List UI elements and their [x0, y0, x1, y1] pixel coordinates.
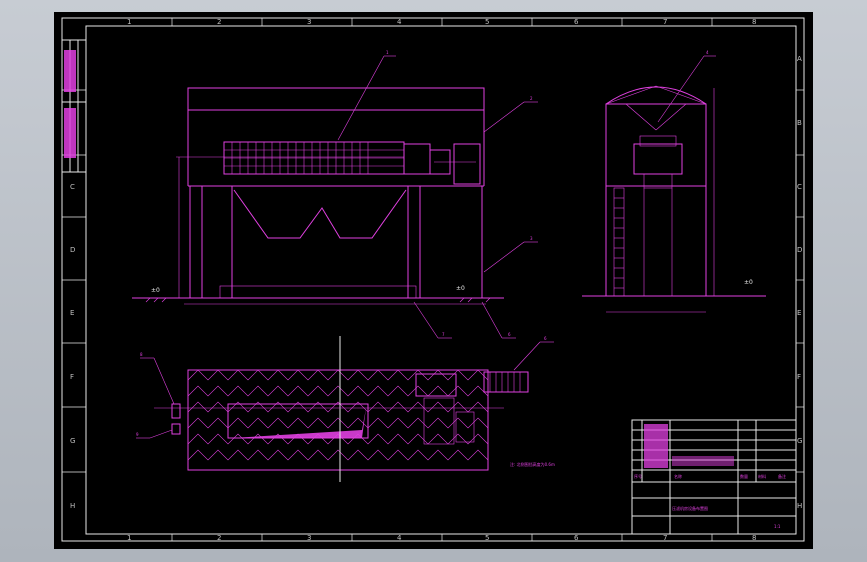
outer-border [61, 17, 805, 542]
revision-strip [61, 39, 87, 173]
side-elevation: ±0 4 [582, 50, 766, 313]
balloon-2: 2 [530, 96, 533, 101]
plan-note: 注: 北侧围挡高度为0.6m [510, 461, 555, 467]
balloon-4: 4 [706, 50, 709, 55]
ground-level-mid: ±0 [456, 285, 465, 292]
tb-sheet: 1:1 [774, 524, 781, 529]
tb-header-qty: 数量 [740, 473, 748, 479]
zone-col-2: 2 [217, 18, 221, 26]
cad-drawing: 1 2 3 4 5 6 7 8 1 2 3 4 5 6 7 8 A B C D … [61, 17, 805, 542]
zone-col-8-bottom: 8 [752, 534, 756, 542]
balloon-7: 7 [442, 332, 445, 337]
tb-header-no: 序号 [634, 473, 642, 479]
zone-row-e: E [797, 309, 801, 317]
zone-col-5: 5 [485, 18, 489, 26]
balloon-3: 3 [530, 236, 533, 241]
zone-col-4-bottom: 4 [397, 534, 402, 542]
zone-ticks [62, 18, 804, 541]
title-block: 序号 名称 数量 材料 备注 压滤机房设备布置图 1:1 [631, 419, 797, 535]
tb-drawing-title: 压滤机房设备布置图 [672, 505, 708, 511]
zone-labels: 1 2 3 4 5 6 7 8 1 2 3 4 5 6 7 8 A B C D … [70, 18, 802, 542]
zone-row-h-left: H [70, 502, 75, 510]
zone-col-3-bottom: 3 [307, 534, 311, 542]
zone-row-d: D [797, 246, 802, 254]
balloon-8: 8 [140, 352, 143, 357]
balloon-1: 1 [386, 50, 389, 55]
zone-col-1-bottom: 1 [127, 534, 131, 542]
zone-col-5-bottom: 5 [485, 534, 489, 542]
balloon-9: 9 [136, 432, 139, 437]
zone-col-6-bottom: 6 [574, 534, 579, 542]
ground-level-left: ±0 [151, 287, 160, 294]
zone-row-c-left: C [70, 183, 75, 191]
balloon-6b: 6 [544, 336, 547, 341]
zone-col-4: 4 [397, 18, 402, 26]
zone-row-g: G [797, 437, 802, 445]
zone-row-f: F [797, 373, 801, 381]
zone-row-a: A [797, 55, 802, 63]
zone-row-f-left: F [70, 373, 74, 381]
front-elevation: ±0 ±0 1 2 3 7 6 [132, 50, 538, 339]
zone-row-h: H [797, 502, 802, 510]
zone-col-6: 6 [574, 18, 579, 26]
tb-header-remark: 备注 [778, 473, 786, 479]
zone-col-3: 3 [307, 18, 311, 26]
tb-header-name: 名称 [674, 473, 682, 479]
tb-header-material: 材料 [758, 473, 766, 479]
zone-row-d-left: D [70, 246, 75, 254]
zone-col-8: 8 [752, 18, 756, 26]
zone-row-c: C [797, 183, 802, 191]
zone-row-g-left: G [70, 437, 75, 445]
zone-col-1: 1 [127, 18, 131, 26]
zone-col-7-bottom: 7 [663, 534, 667, 542]
zone-row-e-left: E [70, 309, 74, 317]
ground-level-right: ±0 [744, 279, 753, 286]
zone-col-2-bottom: 2 [217, 534, 221, 542]
plan-view: 8 9 6 注: 北侧围挡高度为0.6m [136, 336, 555, 482]
zone-col-7: 7 [663, 18, 667, 26]
filter-press [223, 141, 481, 185]
cad-viewport[interactable]: 1 2 3 4 5 6 7 8 1 2 3 4 5 6 7 8 A B C D … [54, 12, 813, 549]
zone-row-b: B [797, 119, 802, 127]
balloon-6a: 6 [508, 332, 511, 337]
